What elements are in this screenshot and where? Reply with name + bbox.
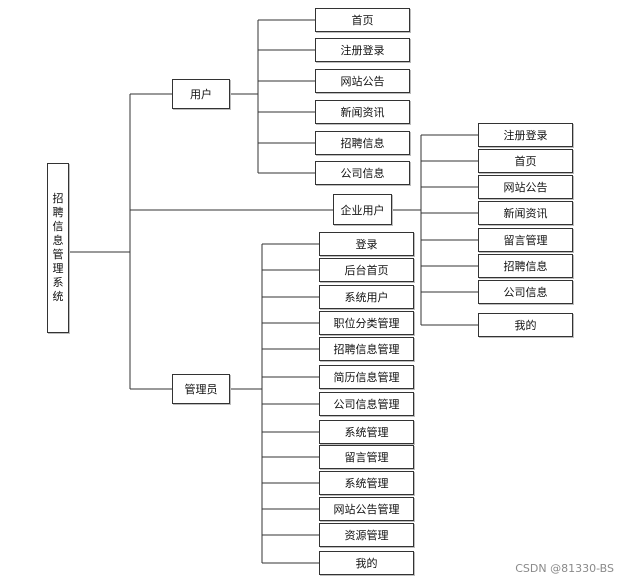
admin-leaf-node: 登录	[319, 232, 414, 256]
admin-leaf-node: 我的	[319, 551, 414, 575]
admin-leaf-node: 网站公告管理	[319, 497, 414, 521]
watermark-text: CSDN @81330-BS	[515, 562, 614, 575]
admin-leaf-node: 系统管理	[319, 420, 414, 444]
role-node-admin: 管理员	[172, 374, 230, 404]
enterprise-leaf-node: 公司信息	[478, 280, 573, 304]
enterprise-leaf-node: 我的	[478, 313, 573, 337]
user-leaf-node: 首页	[315, 8, 410, 32]
user-leaf-node: 招聘信息	[315, 131, 410, 155]
admin-leaf-node: 后台首页	[319, 258, 414, 282]
root-char: 系	[52, 276, 64, 289]
user-leaf-node: 公司信息	[315, 161, 410, 185]
user-leaf-node: 新闻资讯	[315, 100, 410, 124]
role-node-enterprise-user: 企业用户	[333, 194, 392, 225]
user-leaf-node: 注册登录	[315, 38, 410, 62]
admin-leaf-node: 招聘信息管理	[319, 337, 414, 361]
root-char: 息	[52, 234, 64, 247]
admin-leaf-node: 职位分类管理	[319, 311, 414, 335]
root-char: 招	[52, 192, 64, 205]
enterprise-leaf-node: 首页	[478, 149, 573, 173]
admin-leaf-node: 系统用户	[319, 285, 414, 309]
enterprise-leaf-node: 注册登录	[478, 123, 573, 147]
admin-leaf-node: 留言管理	[319, 445, 414, 469]
user-leaf-node: 网站公告	[315, 69, 410, 93]
root-char: 管	[52, 248, 64, 261]
root-char: 理	[52, 262, 64, 275]
root-char: 信	[52, 220, 64, 233]
root-char: 统	[52, 290, 64, 303]
enterprise-leaf-node: 招聘信息	[478, 254, 573, 278]
admin-leaf-node: 系统管理	[319, 471, 414, 495]
role-node-user: 用户	[172, 79, 230, 109]
root-node: 招 聘 信 息 管 理 系 统	[47, 163, 69, 333]
enterprise-leaf-node: 网站公告	[478, 175, 573, 199]
enterprise-leaf-node: 新闻资讯	[478, 201, 573, 225]
enterprise-leaf-node: 留言管理	[478, 228, 573, 252]
admin-leaf-node: 简历信息管理	[319, 365, 414, 389]
admin-leaf-node: 资源管理	[319, 523, 414, 547]
admin-leaf-node: 公司信息管理	[319, 392, 414, 416]
root-char: 聘	[52, 206, 64, 219]
